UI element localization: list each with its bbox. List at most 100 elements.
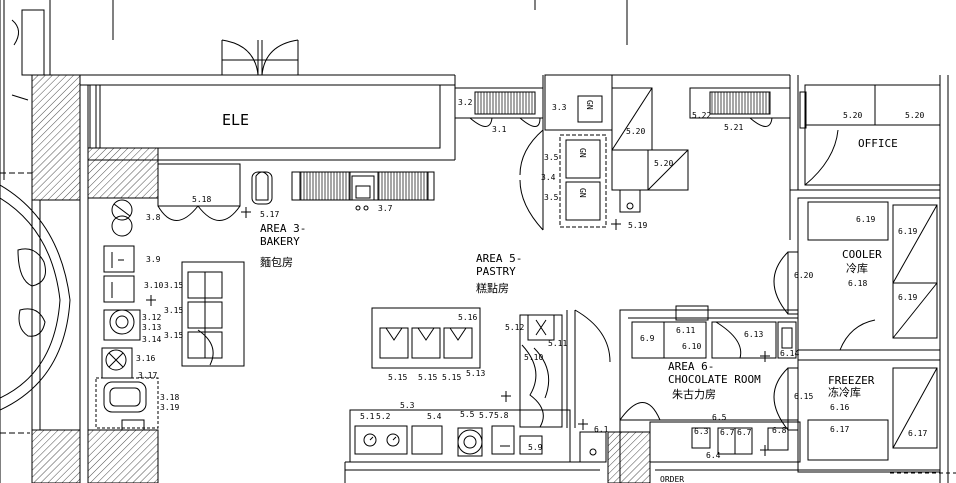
- svg-text:5.22: 5.22: [692, 111, 711, 120]
- wall-column: [31, 429, 81, 483]
- svg-text:5.20: 5.20: [905, 111, 924, 120]
- svg-text:5.1: 5.1: [360, 412, 375, 421]
- area5-cn: 糕點房: [476, 281, 509, 295]
- svg-text:3.17: 3.17: [138, 371, 157, 380]
- gn-cabinet: [559, 134, 607, 228]
- mixer-3-8: [111, 199, 133, 237]
- svg-text:6.4: 6.4: [706, 451, 721, 460]
- svg-text:3.15: 3.15: [164, 331, 183, 340]
- svg-text:5.10: 5.10: [524, 353, 543, 362]
- svg-text:3.12: 3.12: [142, 313, 161, 322]
- unit-3-10: [103, 275, 135, 303]
- svg-text:3.9: 3.9: [146, 255, 161, 264]
- svg-text:6.14: 6.14: [780, 349, 799, 358]
- svg-text:5.13: 5.13: [466, 369, 485, 378]
- svg-text:5.5: 5.5: [460, 410, 475, 419]
- svg-text:6.19: 6.19: [898, 227, 917, 236]
- area6-subtitle: CHOCOLATE ROOM: [668, 373, 761, 386]
- equipment-tags: 3.2 3.1 3.3 3.5 3.4 3.5 3.8 3.9 3.10 3.1…: [136, 98, 927, 460]
- svg-text:3.7: 3.7: [378, 204, 393, 213]
- gn-label: GN: [578, 188, 587, 198]
- order-label: ORDER: [660, 475, 684, 483]
- svg-text:6.11: 6.11: [676, 326, 695, 335]
- oven-5-17: [251, 171, 273, 205]
- svg-text:5.16: 5.16: [458, 313, 477, 322]
- area5-subtitle: PASTRY: [476, 265, 516, 278]
- unit-3-16: [105, 349, 127, 371]
- svg-text:3.13: 3.13: [142, 323, 161, 332]
- cooler-cn-label: 冷库: [846, 262, 868, 275]
- svg-text:6.5: 6.5: [712, 413, 727, 422]
- gn-label: GN: [585, 100, 594, 110]
- svg-text:6.1: 6.1: [594, 425, 609, 434]
- svg-text:3.16: 3.16: [136, 354, 155, 363]
- svg-text:6.8: 6.8: [772, 426, 787, 435]
- svg-text:5.11: 5.11: [548, 339, 567, 348]
- area5-title: AREA 5-: [476, 252, 522, 265]
- svg-text:3.18: 3.18: [160, 393, 179, 402]
- area6-cn: 朱古力房: [672, 388, 716, 401]
- svg-text:3.8: 3.8: [146, 213, 161, 222]
- wall-column: [607, 431, 651, 483]
- svg-text:5.9: 5.9: [528, 443, 543, 452]
- svg-text:6.10: 6.10: [682, 342, 701, 351]
- svg-text:6.9: 6.9: [640, 334, 655, 343]
- ele-room: [99, 84, 441, 149]
- svg-text:6.15: 6.15: [794, 392, 813, 401]
- cooler-label: COOLER: [842, 248, 882, 261]
- svg-text:3.14: 3.14: [142, 335, 161, 344]
- area3-title: AREA 3-: [260, 222, 306, 235]
- ele-label: ELE: [222, 111, 249, 129]
- svg-text:3.5: 3.5: [544, 153, 559, 162]
- unit-3-9: [103, 245, 135, 273]
- svg-text:6.20: 6.20: [794, 271, 813, 280]
- svg-text:5.12: 5.12: [505, 323, 524, 332]
- wall-column: [31, 74, 81, 201]
- svg-text:3.1: 3.1: [492, 125, 507, 134]
- svg-text:5.21: 5.21: [724, 123, 743, 132]
- svg-text:3.3: 3.3: [552, 103, 567, 112]
- svg-text:5.3: 5.3: [400, 401, 415, 410]
- freezer-label: FREEZER: [828, 374, 875, 387]
- svg-text:5.15: 5.15: [388, 373, 407, 382]
- office-label: OFFICE: [858, 137, 898, 150]
- svg-text:5.20: 5.20: [626, 127, 645, 136]
- svg-text:3.2: 3.2: [458, 98, 473, 107]
- tap-symbols: [146, 207, 770, 456]
- svg-text:5.20: 5.20: [654, 159, 673, 168]
- svg-text:3.19: 3.19: [160, 403, 179, 412]
- svg-text:3.4: 3.4: [541, 173, 556, 182]
- svg-text:6.13: 6.13: [744, 330, 763, 339]
- gn-label: GN: [578, 148, 587, 158]
- table-5-16: [371, 307, 481, 369]
- left-structure: [0, 0, 71, 483]
- svg-text:5.4: 5.4: [427, 412, 442, 421]
- svg-text:6.7: 6.7: [720, 428, 735, 437]
- svg-text:5.15: 5.15: [418, 373, 437, 382]
- svg-text:5.20: 5.20: [843, 111, 862, 120]
- wall-column: [87, 429, 159, 483]
- svg-text:6.3: 6.3: [694, 427, 709, 436]
- svg-text:3.5: 3.5: [544, 193, 559, 202]
- svg-text:6.17: 6.17: [830, 425, 849, 434]
- svg-text:5.18: 5.18: [192, 195, 211, 204]
- svg-text:5.2: 5.2: [376, 412, 391, 421]
- svg-text:5.8: 5.8: [494, 411, 509, 420]
- freezer-cn-label: 冻冷库: [828, 385, 861, 399]
- svg-text:5.19: 5.19: [628, 221, 647, 230]
- unit-3-18: [103, 381, 147, 413]
- svg-text:3.15: 3.15: [164, 306, 183, 315]
- svg-text:6.18: 6.18: [848, 279, 867, 288]
- svg-text:5.17: 5.17: [260, 210, 279, 219]
- area3-subtitle: BAKERY: [260, 235, 300, 248]
- svg-text:6.7: 6.7: [737, 428, 752, 437]
- svg-text:6.16: 6.16: [830, 403, 849, 412]
- svg-text:6.17: 6.17: [908, 429, 927, 438]
- svg-text:3.10: 3.10: [144, 281, 163, 290]
- svg-text:5.15: 5.15: [442, 373, 461, 382]
- mixer-3-11: [109, 309, 135, 335]
- svg-text:3.15: 3.15: [164, 281, 183, 290]
- svg-text:5.7: 5.7: [479, 411, 494, 420]
- table-3-15: [181, 261, 245, 367]
- area6-title: AREA 6-: [668, 360, 714, 373]
